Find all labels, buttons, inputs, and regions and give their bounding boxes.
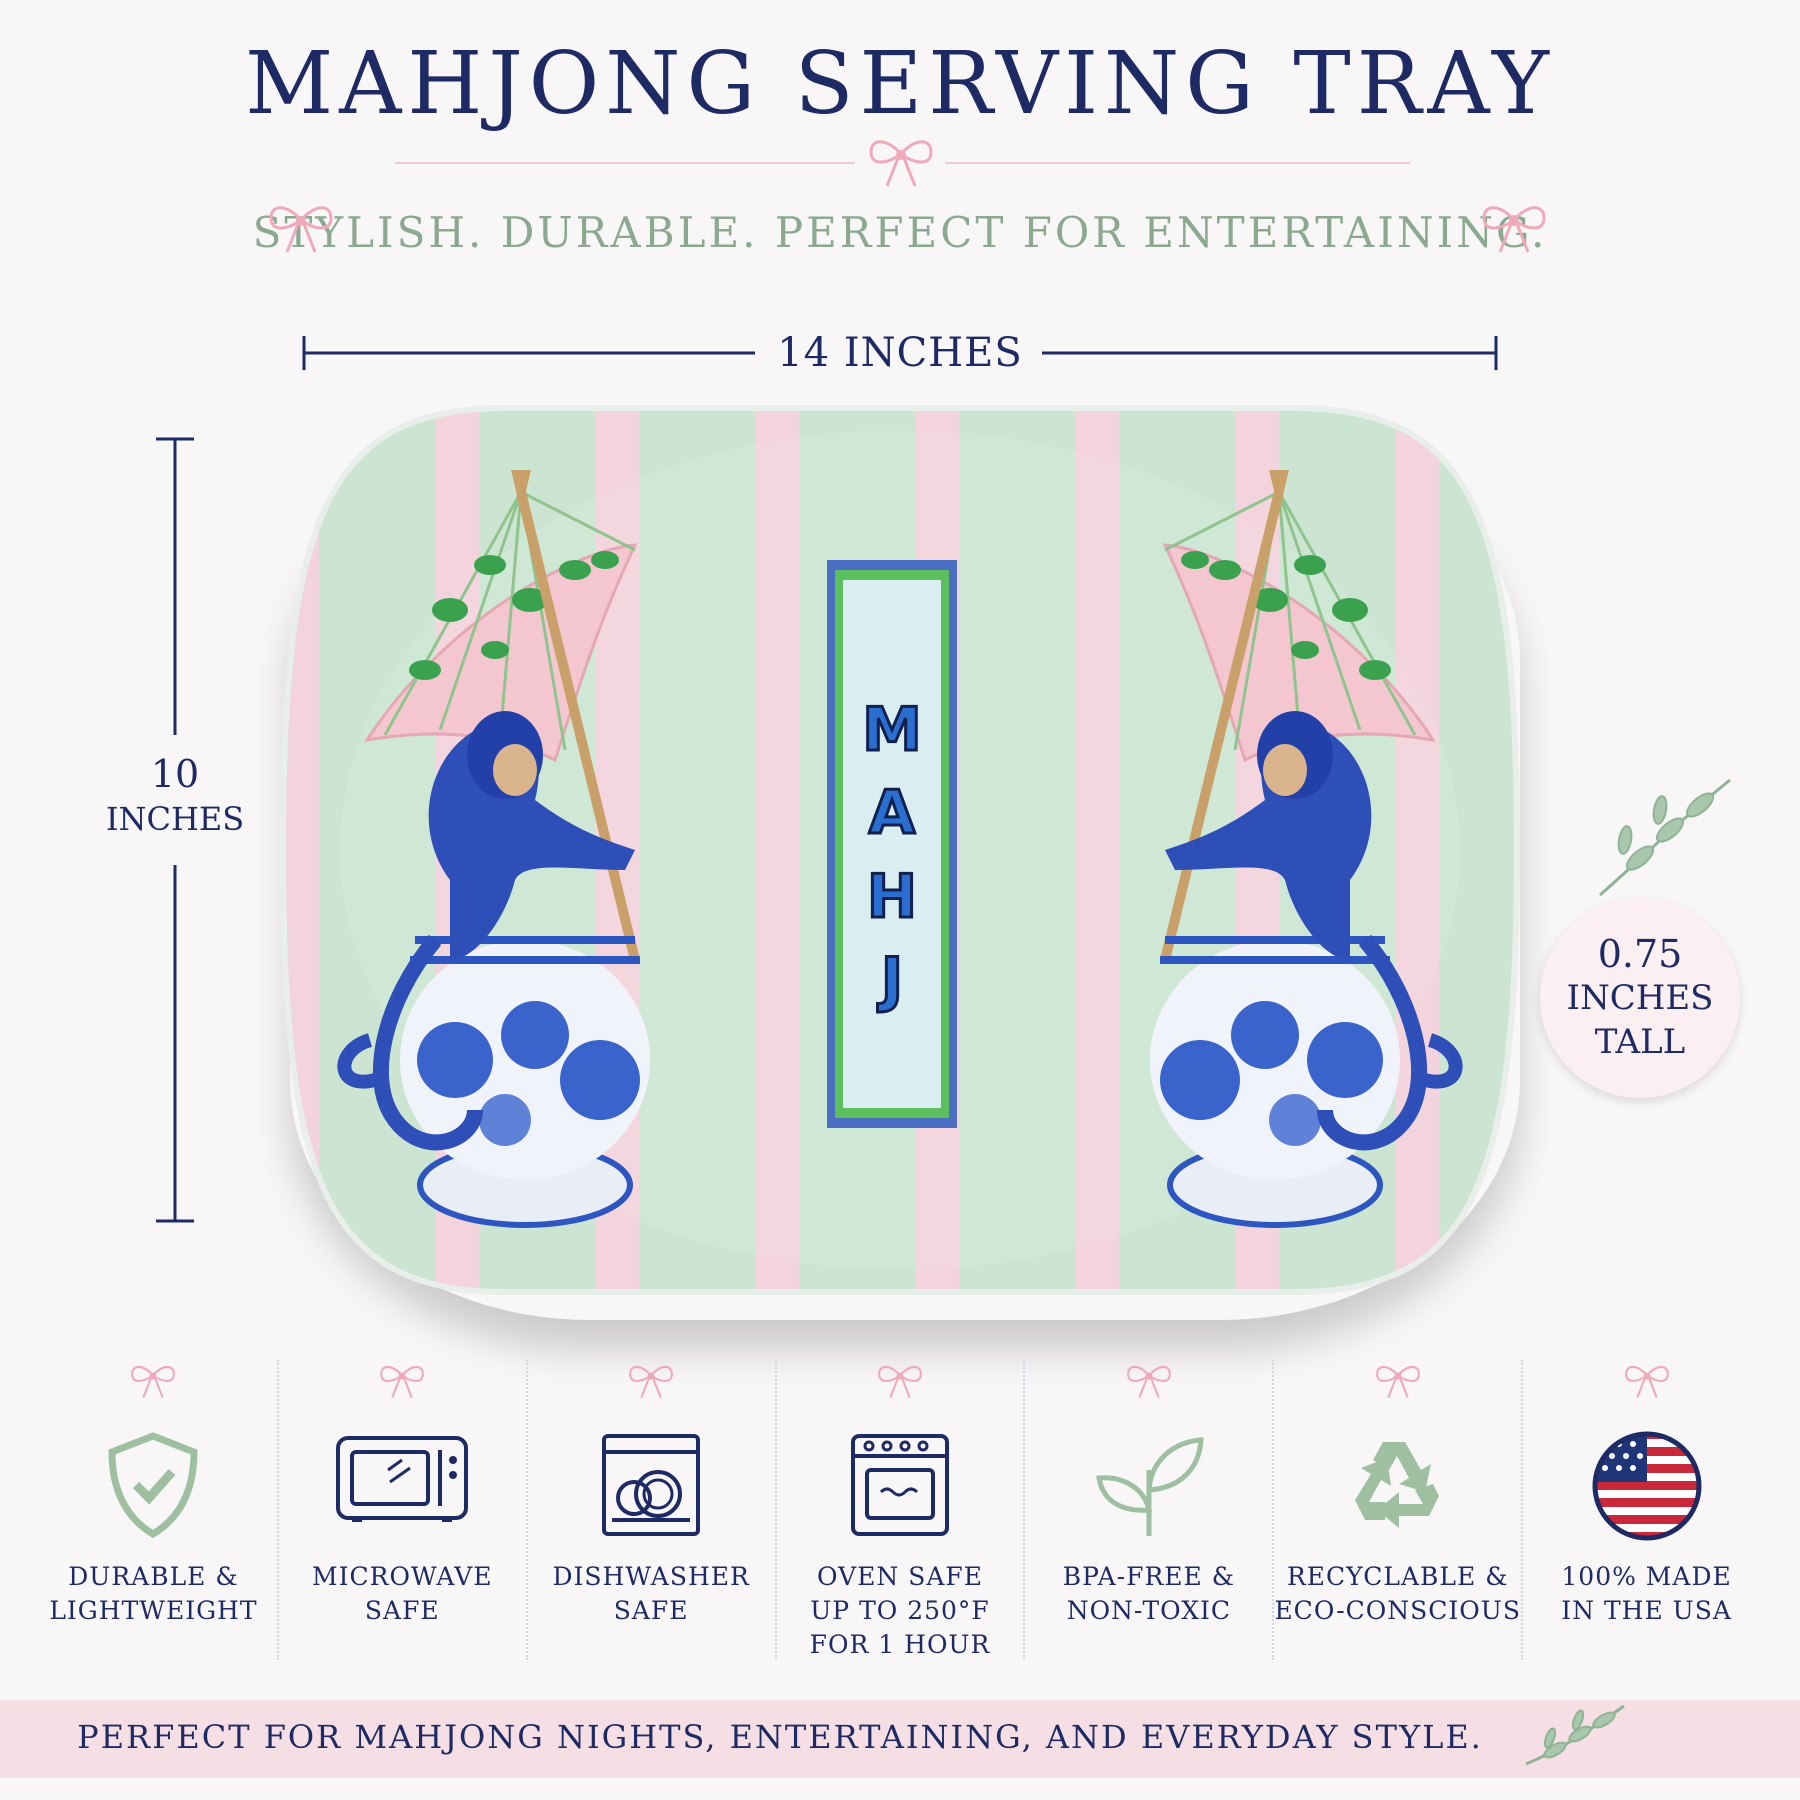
height-unit: INCHES: [105, 800, 245, 838]
depth-value: 0.75: [1597, 932, 1683, 976]
height-number: 10: [150, 752, 200, 796]
height-dimension-line: [156, 437, 194, 1223]
bow-icon: [131, 1365, 176, 1399]
feature-item-microwave: MICROWAVE SAFE: [276, 1360, 526, 1660]
banner-letter: J: [879, 943, 904, 1016]
monkey-umbrella-right-illustration: [1150, 470, 1463, 1228]
feature-label: OVEN SAFE UP TO 250°F FOR 1 HOUR: [809, 1562, 991, 1659]
footer-banner: PERFECT FOR MAHJONG NIGHTS, ENTERTAINING…: [0, 1700, 1800, 1778]
feature-item-dishwasher: DISHWASHER SAFE: [525, 1360, 775, 1660]
width-dimension-line: [302, 336, 1498, 370]
bow-icon: [869, 140, 933, 187]
sprig-icon: [1599, 778, 1731, 897]
bow-icon: [878, 1365, 922, 1399]
monkey-umbrella-left-illustration: [337, 470, 650, 1228]
shield-check-icon: [108, 1432, 198, 1539]
footer-text: PERFECT FOR MAHJONG NIGHTS, ENTERTAINING…: [77, 1718, 1483, 1756]
feature-item-bpa-free: BPA-FREE & NON-TOXIC: [1023, 1360, 1272, 1660]
feature-label: DURABLE & LIGHTWEIGHT: [49, 1562, 258, 1625]
dishwasher-icon: [602, 1434, 701, 1536]
bow-icon: [269, 206, 333, 253]
feature-item-durable: DURABLE & LIGHTWEIGHT: [30, 1360, 277, 1660]
feature-label: 100% MADE IN THE USA: [1561, 1562, 1732, 1625]
recycle-icon: [1354, 1442, 1439, 1528]
us-flag-icon: [1592, 1431, 1702, 1541]
microwave-icon: [336, 1436, 469, 1522]
title-divider-right: [945, 162, 1410, 164]
depth-badge: 0.75 INCHES TALL: [1540, 898, 1740, 1098]
serving-tray: [279, 405, 1521, 1295]
feature-list: DURABLE & LIGHTWEIGHT MICROWAVE SAFE: [30, 1360, 1770, 1660]
leaf-icon: [1095, 1437, 1204, 1536]
bow-icon: [629, 1365, 674, 1399]
depth-suffix: TALL: [1594, 1022, 1686, 1062]
bow-icon: [1482, 206, 1546, 253]
bow-icon: [1375, 1365, 1420, 1399]
mahj-banner: M A H J: [843, 694, 941, 1017]
banner-letter: A: [867, 777, 916, 850]
feature-label: DISHWASHER SAFE: [552, 1562, 750, 1625]
width-label: 14 INCHES: [777, 330, 1023, 376]
title-divider-left: [395, 162, 855, 164]
bow-icon: [380, 1365, 425, 1399]
feature-label: MICROWAVE SAFE: [312, 1562, 493, 1625]
feature-item-made-in-usa: 100% MADE IN THE USA: [1521, 1360, 1770, 1660]
sprig-icon: [1525, 1704, 1625, 1766]
banner-letter: M: [861, 694, 924, 767]
banner-letter: H: [865, 860, 918, 933]
bow-icon: [1126, 1365, 1171, 1399]
feature-label: RECYCLABLE & ECO-CONSCIOUS: [1274, 1562, 1521, 1625]
depth-unit: INCHES: [1566, 978, 1714, 1018]
page-title: MAHJONG SERVING TRAY: [245, 34, 1555, 134]
oven-icon: [851, 1434, 949, 1536]
feature-item-oven: OVEN SAFE UP TO 250°F FOR 1 HOUR: [774, 1360, 1024, 1660]
bow-icon: [1624, 1365, 1669, 1399]
feature-item-recyclable: RECYCLABLE & ECO-CONSCIOUS: [1272, 1360, 1521, 1660]
page-subtitle: STYLISH. DURABLE. PERFECT FOR ENTERTAINI…: [252, 208, 1548, 257]
feature-label: BPA-FREE & NON-TOXIC: [1062, 1562, 1235, 1625]
